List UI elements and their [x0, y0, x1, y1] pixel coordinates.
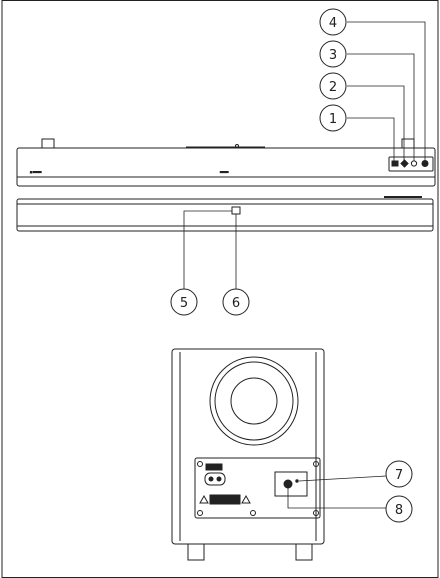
callout-7-label: 7 — [395, 468, 403, 483]
center-logo-mark: ▬▬▬ — [220, 170, 229, 174]
power-label-plate — [205, 463, 223, 471]
button-1[interactable] — [391, 160, 399, 167]
panel-screw-tl — [197, 461, 203, 467]
callout-6: 6 — [222, 288, 250, 316]
leader-4 — [347, 21, 426, 160]
pairing-button[interactable] — [283, 479, 293, 489]
ir-sensor-window — [231, 206, 241, 215]
top-knob — [235, 144, 239, 148]
button-2[interactable] — [400, 159, 409, 168]
control-buttons — [391, 159, 429, 168]
soundbar-body — [16, 147, 436, 187]
callout-3: 3 — [319, 40, 347, 68]
pairing-button-frame — [274, 471, 308, 497]
soundbar-front-view: ▪ ▬▬▬ ▬▬▬ — [16, 138, 436, 187]
speaker-dustcap — [230, 377, 278, 425]
callout-2-label: 2 — [329, 80, 337, 95]
callout-4-label: 4 — [329, 16, 337, 31]
power-pin-left — [208, 476, 214, 482]
speaker-cone — [214, 361, 294, 441]
power-pin-right — [216, 476, 222, 482]
subwoofer-foot-right — [295, 544, 313, 561]
subwoofer — [171, 348, 325, 561]
callout-3-label: 3 — [329, 48, 337, 63]
rear-panel — [194, 457, 321, 519]
soundbar-bottom-view — [16, 196, 434, 232]
control-panel — [388, 156, 434, 172]
subwoofer-foot-left — [187, 544, 205, 561]
leader-1 — [347, 117, 395, 161]
left-logo-mark: ▪ ▬▬▬ — [30, 170, 42, 174]
callout-1-label: 1 — [329, 112, 337, 127]
callout-2: 2 — [319, 72, 347, 100]
power-socket — [204, 472, 226, 486]
leader-2 — [347, 85, 405, 161]
callout-6-label: 6 — [232, 296, 240, 311]
panel-screw-bl — [197, 510, 203, 516]
button-4-power[interactable] — [421, 160, 429, 167]
leader-3 — [347, 53, 415, 161]
leader-8 — [287, 488, 386, 509]
subwoofer-cabinet — [171, 348, 325, 545]
leader-5 — [183, 210, 232, 289]
button-3[interactable] — [410, 160, 418, 167]
panel-screw-mid — [250, 510, 256, 516]
soundbar-bottom-body — [16, 198, 434, 232]
callout-7: 7 — [385, 460, 413, 488]
left-bracket — [41, 138, 55, 148]
callout-1: 1 — [319, 104, 347, 132]
warning-label-plate — [209, 494, 241, 505]
leader-7 — [298, 475, 387, 482]
speaker-surround — [209, 356, 299, 446]
warning-triangle-right — [241, 494, 251, 504]
pairing-indicator — [295, 479, 299, 483]
callout-8-label: 8 — [395, 503, 403, 518]
callout-8: 8 — [385, 495, 413, 523]
callout-5: 5 — [170, 288, 198, 316]
panel-screw-br — [313, 510, 319, 516]
callout-5-label: 5 — [180, 296, 188, 311]
callout-leaders-top — [347, 21, 426, 161]
panel-screw-tr — [313, 461, 319, 467]
warning-triangle-left — [199, 494, 209, 504]
callout-leaders-middle — [183, 210, 237, 289]
callout-4: 4 — [319, 8, 347, 36]
callout-leaders-subwoofer — [287, 475, 387, 509]
